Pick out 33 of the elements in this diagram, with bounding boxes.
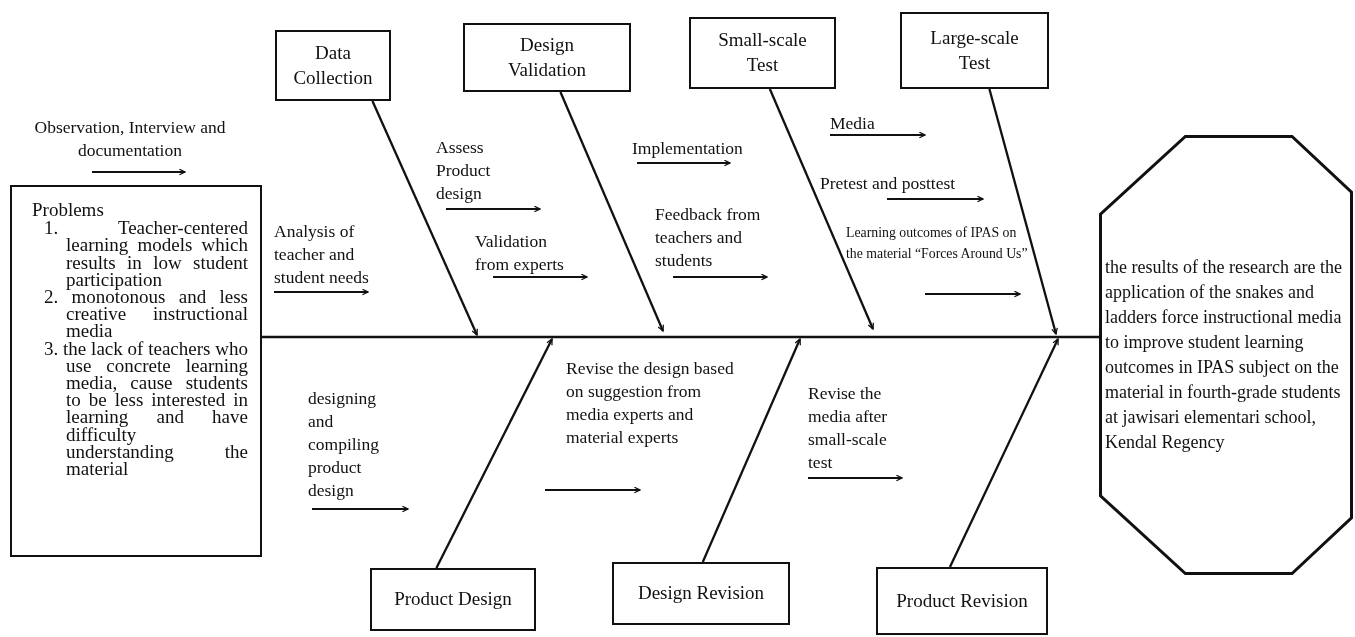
stage-box: Design Revision — [612, 562, 790, 625]
stage-box: Design Validation — [463, 23, 631, 92]
box-heading: Problems — [32, 201, 105, 219]
result-octagon — [1099, 135, 1353, 575]
spine-line — [262, 335, 1099, 339]
bone-arrow — [435, 338, 554, 569]
step-label: Revise the design based on suggestion from media experts and material experts — [566, 357, 735, 449]
step-label: Feedback from teachers and students — [655, 203, 762, 272]
step-label: Pretest and posttest — [820, 172, 957, 195]
stage-box: Product Design — [370, 568, 536, 631]
result-text: the results of the research are the application of the snakes and ladders force instructional media to improve student learning outcomes in IPAS subject on the material in fourth-grade students at jawisari elementari school, Kendal Regency — [1104, 256, 1343, 454]
step-label: Implementation — [632, 137, 744, 160]
bone-arrow — [559, 91, 665, 332]
stage-box: Large-scale Test — [900, 12, 1049, 89]
bone-arrow — [768, 88, 875, 330]
step-label: Assess Product design — [436, 136, 492, 205]
step-label: Media — [830, 112, 876, 135]
list-item: 1. Teacher-centered learning models which results in low student participation — [43, 219, 248, 288]
problem-box — [10, 185, 262, 557]
bone-arrow — [371, 100, 479, 336]
step-label: Learning outcomes of IPAS on the material “Forces Around Us” — [846, 224, 1029, 263]
step-label: Observation, Interview and documentation — [33, 116, 227, 162]
list-item: 3. the lack of teachers who use concrete learning media, cause students to be less interested in learning and have difficulty understanding the material — [43, 339, 248, 478]
bone-arrow — [948, 338, 1060, 568]
bone-arrow — [988, 88, 1058, 335]
stage-box: Data Collection — [275, 30, 391, 101]
bone-arrow — [701, 338, 802, 563]
step-label: Validation from experts — [475, 230, 565, 276]
step-label: Revise the media after small-scale test — [808, 382, 889, 474]
step-label: Analysis of teacher and student needs — [274, 220, 370, 289]
stage-box: Small-scale Test — [689, 17, 836, 89]
step-label: designing and compiling product design — [308, 387, 380, 502]
stage-box: Product Revision — [876, 567, 1048, 635]
